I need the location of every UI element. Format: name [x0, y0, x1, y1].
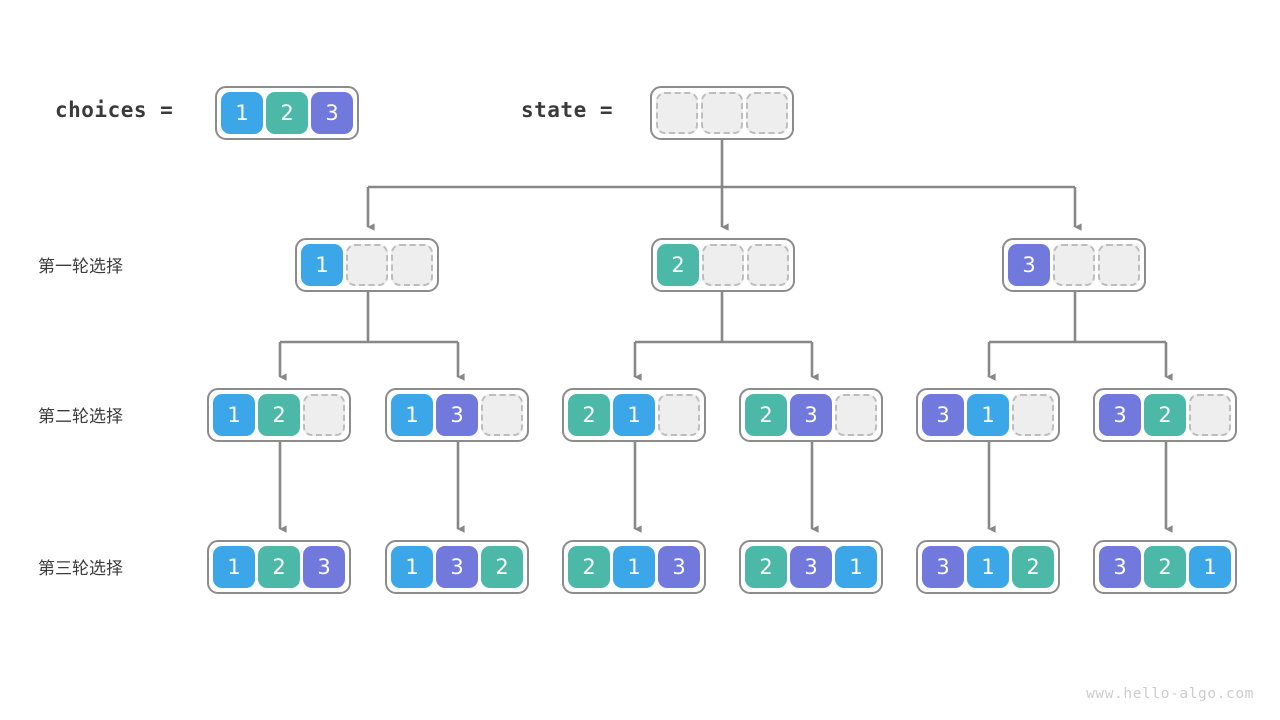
array-cell-filled: 3 [436, 546, 478, 588]
state-node-r1-2: 2 [651, 238, 795, 292]
row-label-round-1: 第一轮选择 [38, 257, 123, 277]
array-cell-empty [303, 394, 345, 436]
array-cell-filled: 2 [1144, 394, 1186, 436]
array-cell-empty [1053, 244, 1095, 286]
array-cell-empty [481, 394, 523, 436]
array-cell-filled: 2 [657, 244, 699, 286]
array-cell-filled: 3 [303, 546, 345, 588]
array-cell-filled: 2 [481, 546, 523, 588]
array-cell-empty [658, 394, 700, 436]
state-node-r1-3: 3 [1002, 238, 1146, 292]
array-cell-empty [702, 244, 744, 286]
array-cell-filled: 2 [1012, 546, 1054, 588]
array-cell-empty [346, 244, 388, 286]
state-node-r1-1: 1 [295, 238, 439, 292]
array-cell-empty [1098, 244, 1140, 286]
array-cell-filled: 1 [213, 394, 255, 436]
array-cell-filled: 3 [790, 546, 832, 588]
array-cell-filled: 3 [658, 546, 700, 588]
array-cell-filled: 1 [613, 394, 655, 436]
array-cell-filled: 3 [922, 546, 964, 588]
array-cell-filled: 1 [967, 394, 1009, 436]
array-cell-filled: 2 [258, 546, 300, 588]
array-cell-filled: 3 [436, 394, 478, 436]
array-cell-filled: 2 [745, 394, 787, 436]
array-cell-filled: 3 [1099, 546, 1141, 588]
row-label-round-3: 第三轮选择 [38, 559, 123, 579]
array-cell-empty [656, 92, 698, 134]
state-array [650, 86, 794, 140]
array-cell-filled: 2 [568, 394, 610, 436]
row-label-round-2: 第二轮选择 [38, 407, 123, 427]
array-cell-empty [835, 394, 877, 436]
array-cell-empty [391, 244, 433, 286]
array-cell-filled: 3 [1099, 394, 1141, 436]
choices-label: choices = [55, 98, 174, 122]
array-cell-filled: 3 [922, 394, 964, 436]
array-cell-filled: 1 [213, 546, 255, 588]
state-label: state = [521, 98, 614, 122]
site-watermark: www.hello-algo.com [1086, 686, 1254, 702]
array-cell-filled: 1 [835, 546, 877, 588]
array-cell-filled: 1 [301, 244, 343, 286]
array-cell-filled: 3 [311, 92, 353, 134]
array-cell-empty [1012, 394, 1054, 436]
array-cell-filled: 1 [391, 546, 433, 588]
array-cell-filled: 1 [1189, 546, 1231, 588]
array-cell-filled: 2 [568, 546, 610, 588]
array-cell-filled: 1 [221, 92, 263, 134]
array-cell-filled: 2 [745, 546, 787, 588]
array-cell-empty [747, 244, 789, 286]
array-cell-filled: 3 [790, 394, 832, 436]
array-cell-filled: 1 [391, 394, 433, 436]
array-cell-empty [701, 92, 743, 134]
array-cell-filled: 1 [967, 546, 1009, 588]
array-cell-empty [1189, 394, 1231, 436]
array-cell-filled: 2 [1144, 546, 1186, 588]
array-cell-empty [746, 92, 788, 134]
array-cell-filled: 2 [266, 92, 308, 134]
array-cell-filled: 2 [258, 394, 300, 436]
array-cell-filled: 1 [613, 546, 655, 588]
array-cell-filled: 3 [1008, 244, 1050, 286]
